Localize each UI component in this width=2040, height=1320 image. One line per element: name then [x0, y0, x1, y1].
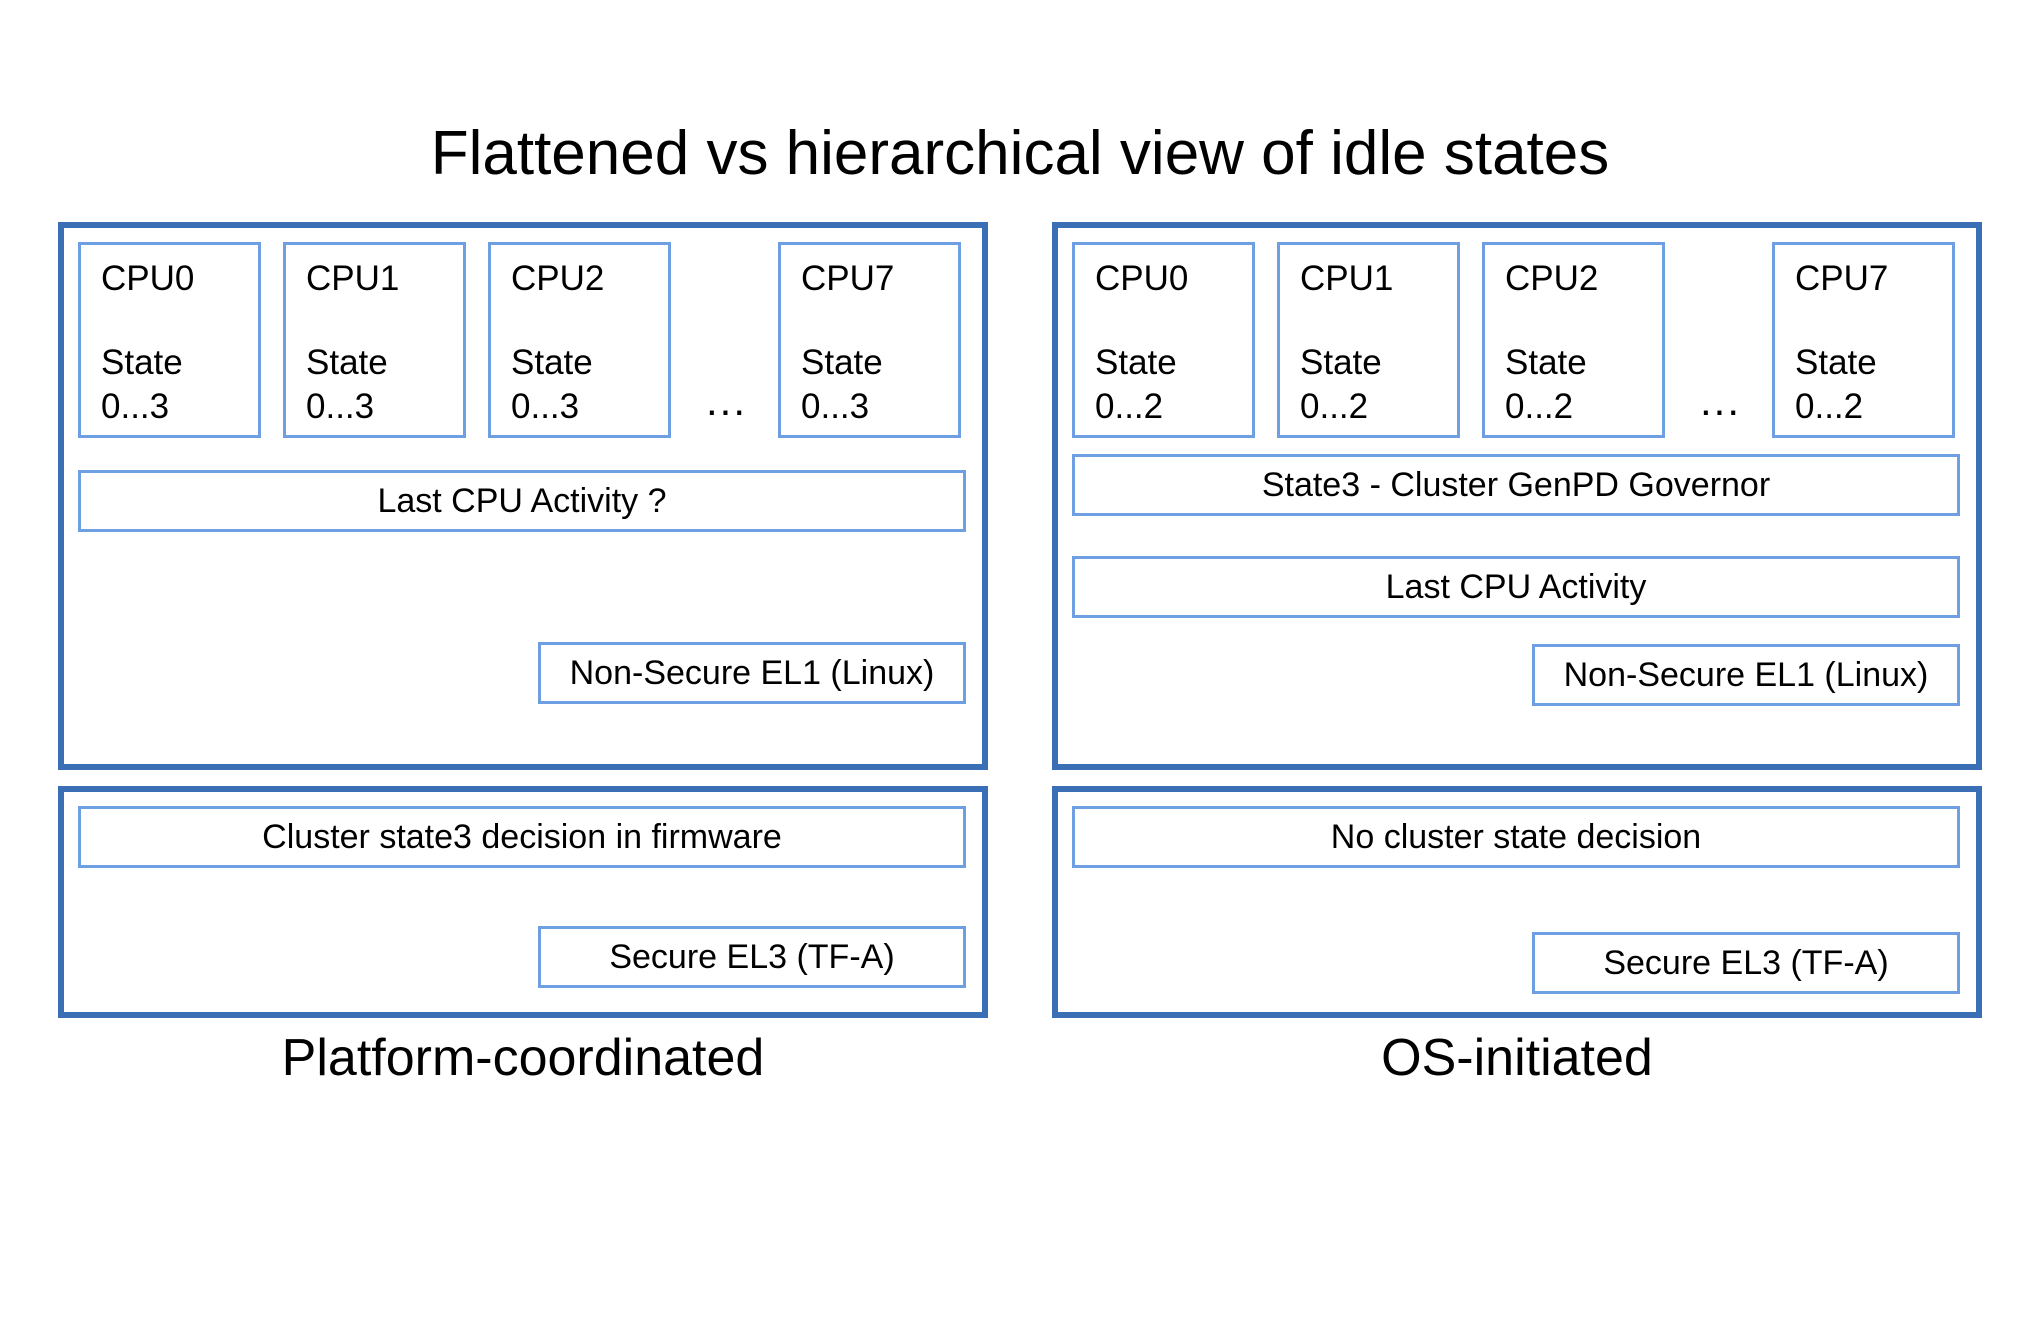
cpu-state-line2: 0...2 — [1505, 387, 1574, 426]
bar-cluster-genpd-governor: State3 - Cluster GenPD Governor — [1072, 454, 1960, 516]
caption-os-initiated: OS-initiated — [1381, 1029, 1653, 1087]
cpu-state-line2: 0...3 — [511, 387, 580, 426]
caption-platform-coordinated: Platform-coordinated — [281, 1029, 765, 1087]
cpu-label: CPU0 — [101, 259, 195, 298]
cpu-box-7: CPU7 State 0...3 — [778, 242, 961, 438]
cpu-state-line1: State — [306, 343, 388, 382]
column-os-initiated: CPU0 State 0...2 CPU1 State 0...2 CPU2 — [1052, 222, 1982, 1018]
cpu-state-line1: State — [801, 343, 883, 382]
cpu-state-line2: 0...2 — [1795, 387, 1864, 426]
exception-level-non-secure-el1: Non-Secure EL1 (Linux) — [1532, 644, 1960, 706]
cpu-state-line2: 0...3 — [306, 387, 375, 426]
cpu-state-line1: State — [1300, 343, 1382, 382]
cpu-state: State 0...3 — [101, 341, 183, 429]
cpu-label: CPU7 — [801, 259, 895, 298]
os-panel-left: CPU0 State 0...3 CPU1 State 0...3 CPU2 — [58, 222, 988, 770]
column-platform-coordinated: CPU0 State 0...3 CPU1 State 0...3 CPU2 — [58, 222, 988, 1018]
bar-no-cluster-state-decision: No cluster state decision — [1072, 806, 1960, 868]
cpu-state: State 0...3 — [511, 341, 593, 429]
bar-cluster-state3-decision: Cluster state3 decision in firmware — [78, 806, 966, 868]
cpu-label: CPU1 — [306, 259, 400, 298]
cpu-label: CPU1 — [1300, 259, 1394, 298]
page-title: Flattened vs hierarchical view of idle s… — [430, 119, 1610, 188]
cpu-state-line1: State — [1795, 343, 1877, 382]
cpu-state-line1: State — [101, 343, 183, 382]
cpu-box-1: CPU1 State 0...2 — [1277, 242, 1460, 438]
cpu-ellipsis: ... — [1700, 377, 1742, 424]
cpu-label: CPU0 — [1095, 259, 1189, 298]
cpu-box-0: CPU0 State 0...2 — [1072, 242, 1255, 438]
cpu-label: CPU7 — [1795, 259, 1889, 298]
cpu-box-1: CPU1 State 0...3 — [283, 242, 466, 438]
cpu-label: CPU2 — [511, 259, 605, 298]
exception-level-secure-el3: Secure EL3 (TF-A) — [538, 926, 966, 988]
cpu-state: State 0...2 — [1300, 341, 1382, 429]
cpu-box-2: CPU2 State 0...3 — [488, 242, 671, 438]
bar-last-cpu-activity: Last CPU Activity ? — [78, 470, 966, 532]
cpu-state-line2: 0...2 — [1095, 387, 1164, 426]
cpu-label: CPU2 — [1505, 259, 1599, 298]
cpu-box-7: CPU7 State 0...2 — [1772, 242, 1955, 438]
cpu-state-line2: 0...3 — [801, 387, 870, 426]
bar-last-cpu-activity: Last CPU Activity — [1072, 556, 1960, 618]
cpu-state: State 0...2 — [1795, 341, 1877, 429]
exception-level-secure-el3: Secure EL3 (TF-A) — [1532, 932, 1960, 994]
firmware-panel-right: No cluster state decision Secure EL3 (TF… — [1052, 786, 1982, 1018]
cpu-state: State 0...2 — [1095, 341, 1177, 429]
cpu-box-2: CPU2 State 0...2 — [1482, 242, 1665, 438]
cpu-state-line1: State — [511, 343, 593, 382]
cpu-state: State 0...3 — [306, 341, 388, 429]
cpu-state-line2: 0...3 — [101, 387, 170, 426]
cpu-state-line1: State — [1095, 343, 1177, 382]
cpu-state-line1: State — [1505, 343, 1587, 382]
cpu-row-left: CPU0 State 0...3 CPU1 State 0...3 CPU2 — [78, 242, 968, 442]
cpu-state: State 0...3 — [801, 341, 883, 429]
firmware-panel-left: Cluster state3 decision in firmware Secu… — [58, 786, 988, 1018]
os-panel-right: CPU0 State 0...2 CPU1 State 0...2 CPU2 — [1052, 222, 1982, 770]
cpu-box-0: CPU0 State 0...3 — [78, 242, 261, 438]
cpu-state: State 0...2 — [1505, 341, 1587, 429]
cpu-state-line2: 0...2 — [1300, 387, 1369, 426]
cpu-row-right: CPU0 State 0...2 CPU1 State 0...2 CPU2 — [1072, 242, 1962, 442]
cpu-ellipsis: ... — [706, 377, 748, 424]
exception-level-non-secure-el1: Non-Secure EL1 (Linux) — [538, 642, 966, 704]
